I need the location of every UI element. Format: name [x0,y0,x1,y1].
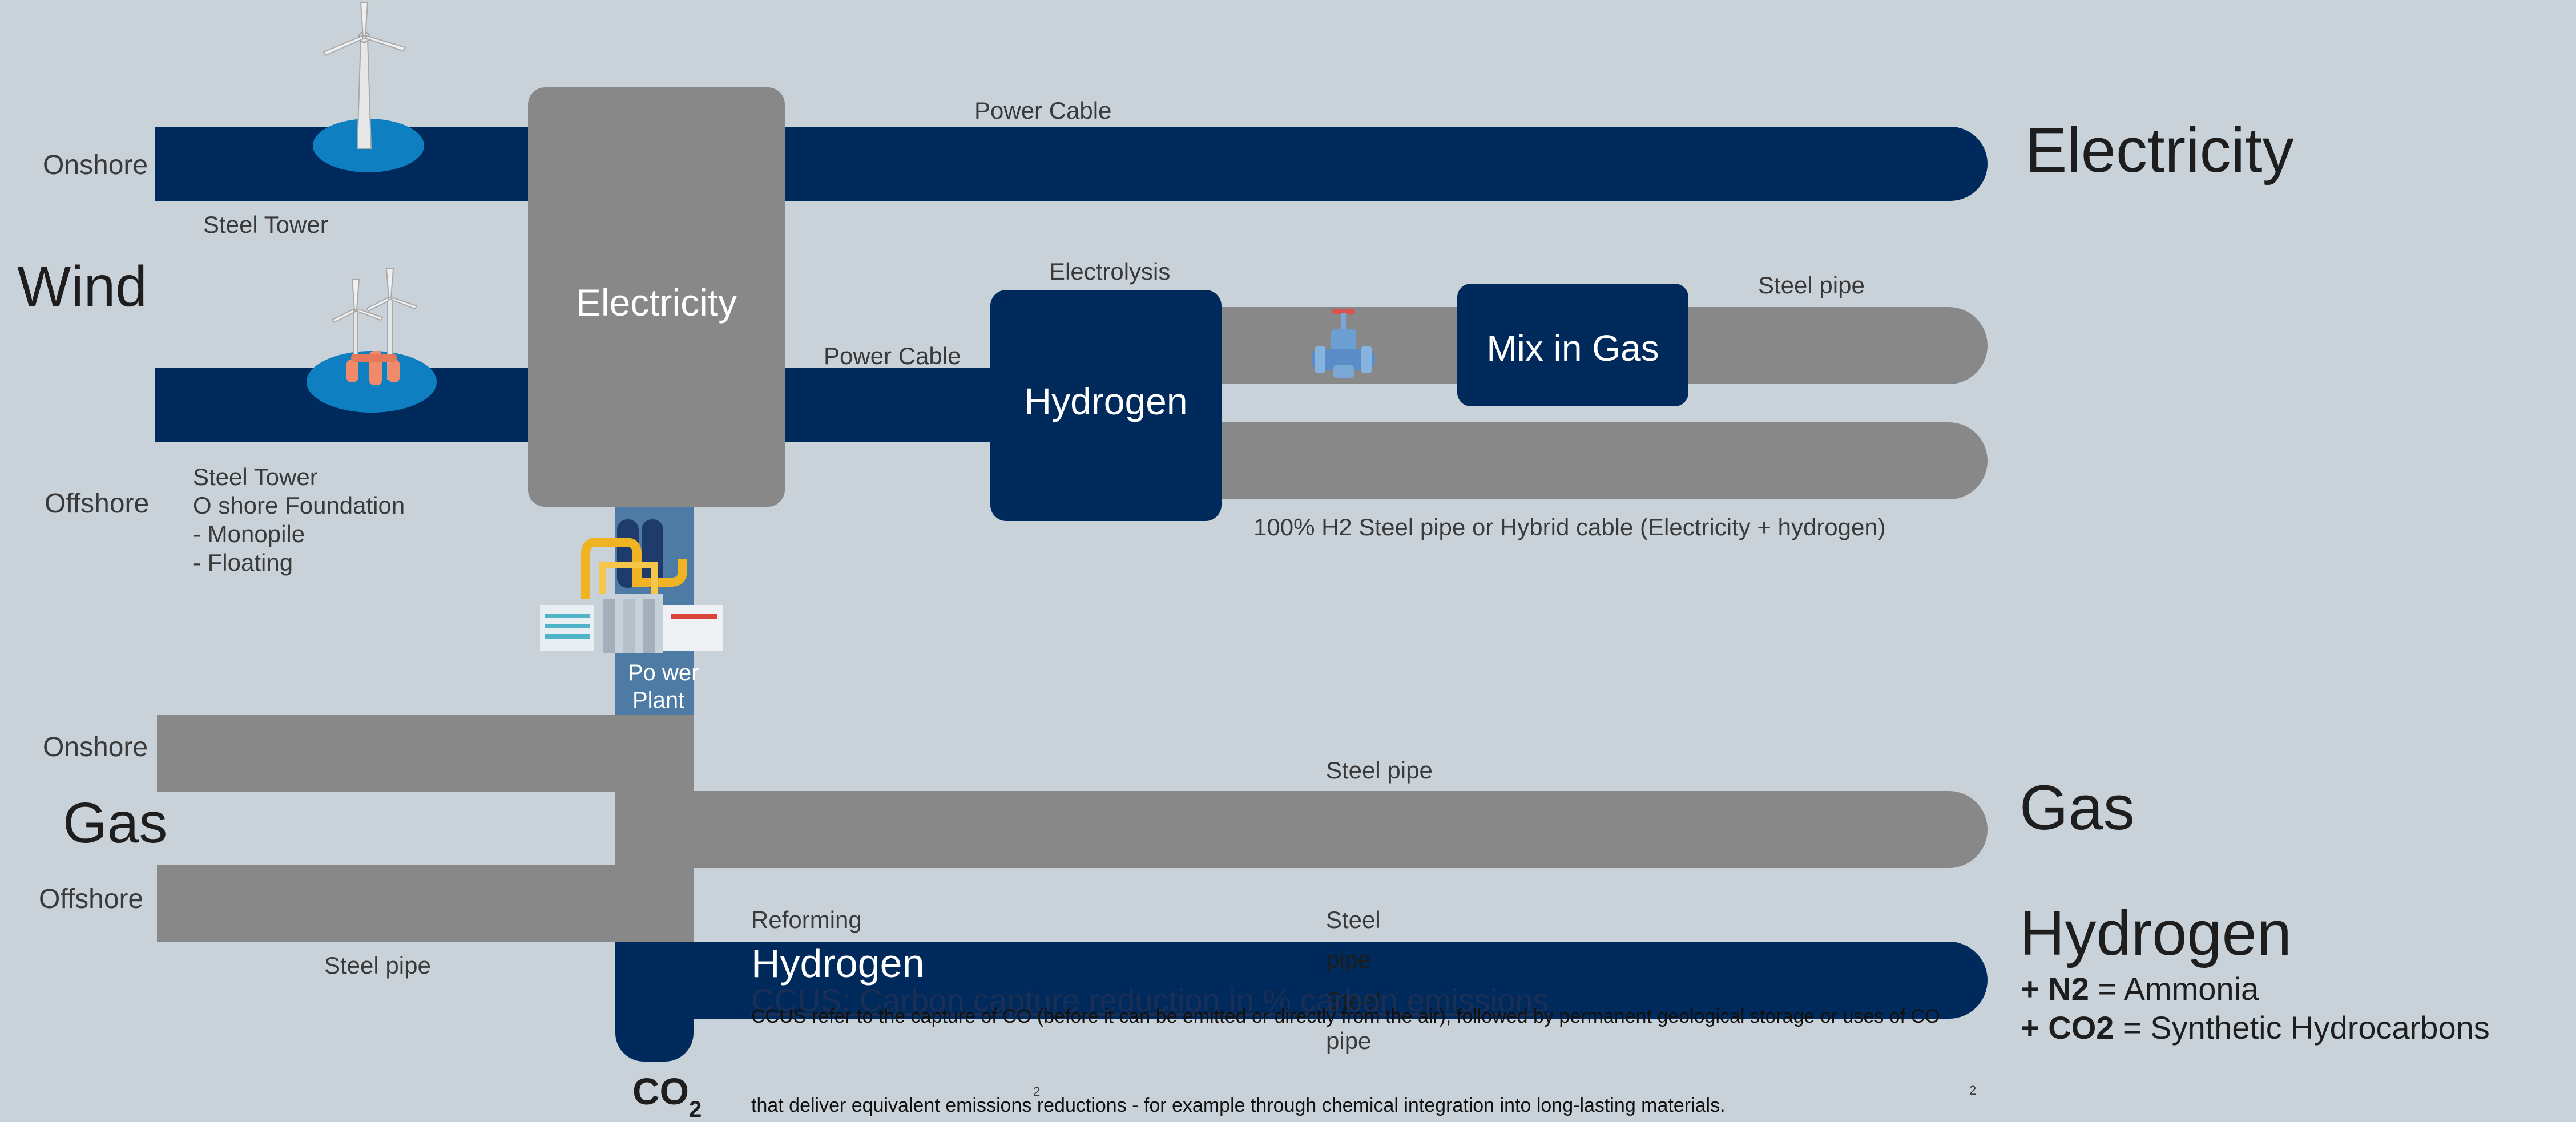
steel-stack-2: pipe [1326,946,1372,973]
offshore-detail-3: - Monopile [193,520,305,547]
co2-drop-pipe [615,942,694,1062]
power-plant-icon [540,519,723,653]
offshore-detail-4: - Floating [193,549,293,576]
gas-source-pipe-label: Steel pipe [324,952,431,979]
output-hydrogen: Hydrogen [2019,898,2292,968]
power-cable-mid-label: Power Cable [824,342,961,369]
wind-onshore-detail: Steel Tower [203,211,328,238]
output-ammonia: + N2 = Ammonia [2021,970,2259,1007]
offshore-detail-2: O shore Foundation [193,492,405,519]
gas-offshore-pipe [157,865,694,942]
output-electricity: Electricity [2025,115,2294,185]
steel-stack-4: pipe [1326,1027,1372,1054]
ammonia-prefix: + N2 [2021,971,2089,1007]
gas-main-pipe [694,791,1988,868]
steel-stack-3: Steel [1326,987,1381,1014]
electrolysis-label: Electrolysis [1049,258,1171,285]
synth-prefix: + CO2 [2021,1010,2114,1046]
power-plant-label-2: Plant [632,687,685,713]
ammonia-text: = Ammonia [2089,971,2259,1007]
h2-pipe-note: 100% H2 Steel pipe or Hybrid cable (Elec… [1253,514,1886,540]
hydrogen-box [990,290,1222,521]
co2-label: CO2 [632,1069,702,1122]
output-synthetic: + CO2 = Synthetic Hydrocarbons [2021,1009,2490,1046]
reforming-label: Reforming [751,906,862,933]
ccus-subscript-b: 2 [1969,1083,1977,1097]
power-plant-label-1: Po wer [628,660,699,685]
ccus-subscript-a: 2 [1033,1084,1041,1099]
co2-text: CO [632,1070,689,1112]
steel-pipe-upper-label: Steel pipe [1758,272,1865,298]
gas-main-pipe-label: Steel pipe [1326,757,1433,784]
mix-in-gas-box [1457,284,1688,406]
offshore-turbine-icon [332,268,418,385]
gas-offshore-label: Offshore [39,884,144,914]
valve-icon [1312,309,1375,378]
synth-text: = Synthetic Hydrocarbons [2114,1010,2490,1046]
electricity-hub-label: Electricity [575,281,737,324]
hydrogen-lower-pipe [1222,422,1988,499]
ccus-text-2: that deliver equivalent emissions reduct… [751,1095,1726,1116]
hydrogen-box-label: Hydrogen [1024,380,1188,422]
output-gas: Gas [2019,773,2135,843]
wind-onshore-label: Onshore [43,150,148,180]
wind-turbine-icon [322,2,406,149]
wind-title: Wind [17,255,147,318]
co2-subscript: 2 [689,1097,702,1122]
wind-onshore-cable [155,127,1988,201]
steel-stack-1: Steel [1326,906,1381,933]
gas-onshore-pipe [157,715,694,792]
wind-offshore-label: Offshore [45,489,150,519]
gas-source-title: Gas [63,791,168,855]
offshore-detail-1: Steel Tower [193,463,318,490]
ccus-title: CCUS: Carbon capture reduction in % carb… [751,982,1549,1018]
hydrogen-reforming-pipe [615,942,1988,1019]
electricity-hub [528,87,785,507]
hydrogen-pipe-title: Hydrogen [751,941,925,986]
power-cable-top-label: Power Cable [974,97,1112,124]
gas-onshore-label: Onshore [43,732,148,762]
mix-in-gas-label: Mix in Gas [1486,328,1659,369]
ccus-text-1: CCUS refer to the capture of CO (before … [751,1006,1940,1027]
